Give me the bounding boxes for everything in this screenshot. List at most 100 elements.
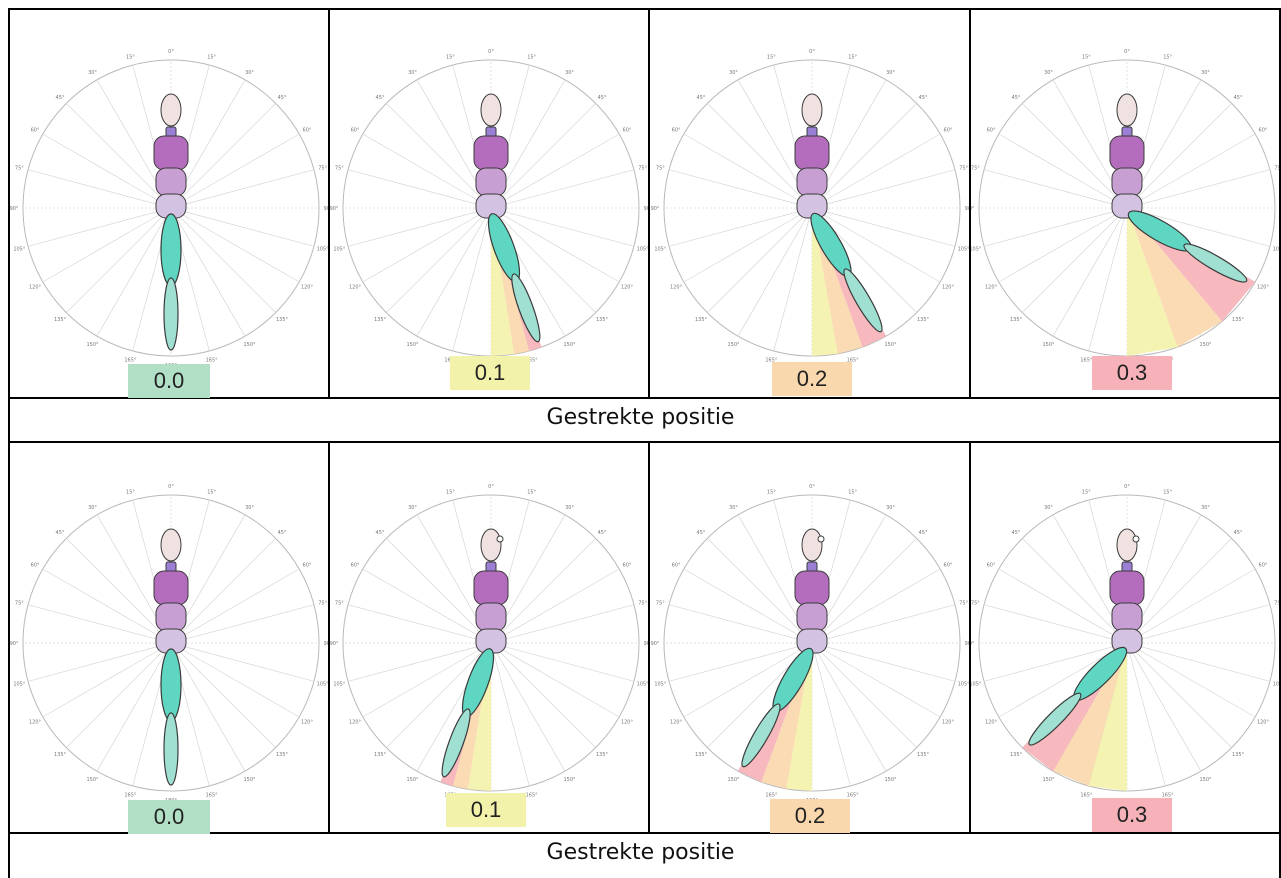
abdomen-shape — [155, 167, 187, 197]
chest-shape — [1109, 135, 1145, 171]
dial-spoke — [490, 604, 635, 644]
dial-spoke — [1126, 169, 1271, 209]
dial-tick-label: 15° — [1082, 54, 1091, 60]
dial-spoke — [811, 642, 887, 772]
dial-spoke — [811, 642, 941, 718]
dial-spoke — [998, 133, 1128, 209]
dial-tick-label: 75° — [638, 600, 647, 606]
dial-tick-label: 60° — [623, 128, 632, 134]
leg-group — [160, 648, 182, 786]
dial-tick-label: 135° — [1232, 317, 1245, 323]
dial-spoke — [668, 169, 813, 209]
dial-spoke — [811, 169, 956, 209]
dial-spoke — [490, 207, 635, 247]
dial-tick-label: 150° — [1199, 777, 1212, 783]
dial-tick-label: 165° — [847, 358, 860, 364]
dial-spoke — [811, 207, 956, 247]
dial-spoke — [1022, 103, 1128, 209]
dial-spoke — [170, 207, 246, 337]
dial-tick-label: 105° — [637, 247, 648, 253]
dial-tick-label: 15° — [126, 54, 135, 60]
dial-spoke — [27, 169, 172, 209]
dial-tick-label: 75° — [1274, 600, 1279, 606]
dial-spoke — [170, 642, 246, 772]
dial-tick-label: 135° — [1010, 752, 1023, 758]
dial-tick-label: 120° — [942, 285, 955, 291]
shin-shape — [1028, 692, 1082, 746]
dial-spoke — [96, 207, 172, 337]
dial-spoke — [1126, 604, 1271, 644]
dial-tick-label: 135° — [54, 752, 67, 758]
shin-shape — [511, 273, 541, 343]
chest-shape — [1109, 570, 1145, 606]
dial-tick-label: 165° — [765, 793, 778, 799]
dial-spoke — [811, 568, 941, 644]
dial-spoke — [1022, 207, 1128, 313]
dial-tick-label: 75° — [971, 165, 980, 171]
dial-tick-label: 15° — [527, 54, 536, 60]
dial-spoke — [66, 207, 172, 313]
dial-tick-label: 30° — [1201, 505, 1210, 511]
dial-spoke — [362, 568, 492, 644]
dial-tick-label: 150° — [406, 777, 419, 783]
dial-tick-label: 75° — [638, 165, 647, 171]
dial-tick-label: 15° — [207, 489, 216, 495]
dial-tick-label: 15° — [1163, 54, 1172, 60]
dial-spoke — [811, 642, 917, 748]
dial-tick-label: 135° — [276, 317, 289, 323]
grid-divider-row1-bottom — [8, 397, 1281, 399]
dial-tick-label: 135° — [54, 317, 67, 323]
dial-tick-label: 75° — [1274, 165, 1279, 171]
dial-tick-label: 60° — [31, 563, 40, 569]
dial-tick-label: 105° — [333, 682, 346, 688]
dial-spoke — [998, 568, 1128, 644]
dial-spoke — [170, 169, 315, 209]
dial-spoke — [42, 207, 172, 283]
dial-tick-label: 120° — [29, 720, 42, 726]
dial-tick-label: 165° — [124, 358, 137, 364]
dial-spoke — [1126, 207, 1271, 247]
dial-tick-label: 30° — [729, 505, 738, 511]
dial-tick-label: 90° — [965, 206, 969, 212]
dial-tick-label: 120° — [621, 720, 634, 726]
dial-spoke — [811, 642, 851, 787]
shin-shape — [741, 703, 781, 768]
body-position-diagram: 0°15°30°45°60°75°90°105°120°135°150°165°… — [330, 484, 648, 804]
dial-tick-label: 90° — [644, 641, 648, 647]
dial-tick-label: 0° — [488, 49, 494, 55]
dial-tick-label: 150° — [1042, 342, 1055, 348]
dial-spoke — [490, 207, 620, 283]
dial-tick-label: 75° — [15, 165, 24, 171]
dial-spoke — [386, 207, 492, 313]
dial-tick-label: 45° — [376, 530, 385, 536]
abdomen-shape — [796, 602, 828, 632]
dial-tick-label: 60° — [623, 563, 632, 569]
panel-row2-col1: 0°15°30°45°60°75°90°105°120°135°150°165°… — [10, 443, 328, 834]
dial-tick-label: 45° — [697, 530, 706, 536]
dial-spoke — [811, 103, 917, 209]
dial-tick-label: 150° — [406, 342, 419, 348]
dial-tick-label: 15° — [126, 489, 135, 495]
chest-shape — [473, 135, 509, 171]
dial-tick-label: 30° — [88, 70, 97, 76]
dial-tick-label: 165° — [1162, 793, 1175, 799]
dial-tick-label: 15° — [848, 489, 857, 495]
dial-tick-label: 135° — [596, 752, 609, 758]
dial-tick-label: 15° — [446, 54, 455, 60]
dial-tick-label: 165° — [206, 358, 219, 364]
dial-tick-label: 45° — [598, 95, 607, 101]
dial-spoke — [668, 642, 813, 682]
dial-tick-label: 60° — [303, 563, 312, 569]
dial-spoke — [1126, 103, 1232, 209]
dial-tick-label: 45° — [697, 95, 706, 101]
dial-tick-label: 30° — [565, 70, 574, 76]
leg-group — [741, 647, 814, 768]
dial-spoke — [1126, 642, 1202, 772]
panel-row1-col4: 0°15°30°45°60°75°90°105°120°135°150°165°… — [971, 10, 1279, 397]
tilt-badge: 0.2 — [770, 799, 850, 833]
abdomen-shape — [1111, 167, 1143, 197]
dial-spoke — [811, 133, 941, 209]
dial-spoke — [811, 604, 956, 644]
dial-spoke — [1052, 207, 1128, 337]
chest-shape — [794, 135, 830, 171]
